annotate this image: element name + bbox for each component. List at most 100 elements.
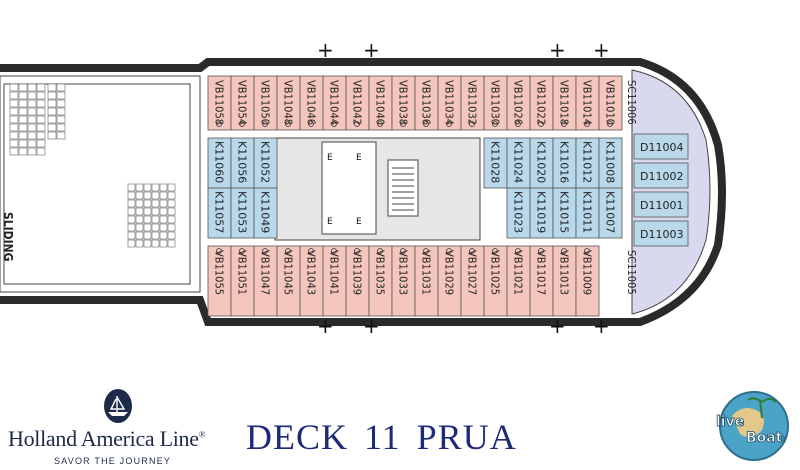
cabin-label: K11019: [535, 191, 548, 233]
bow-cabin: D11004: [633, 133, 689, 160]
stair-steps: [392, 167, 414, 211]
suite-label-bottom: SC11005: [625, 250, 638, 295]
cabin-label: D11002: [640, 170, 683, 183]
cabin-label: K11020: [535, 141, 548, 183]
top-cabin: VB11018: [552, 75, 577, 131]
plus-marker: +: [593, 38, 610, 62]
cabin-label: D11001: [640, 199, 683, 212]
svg-text:Boat: Boat: [746, 430, 783, 446]
cabin-label: VB11010: [604, 80, 617, 125]
cabin-label: VB11031: [420, 250, 433, 295]
inner-cabin: K11052: [253, 137, 278, 189]
cabin-label: K11015: [558, 191, 571, 233]
bottom-cabin: VB11055: [207, 245, 232, 317]
plus-marker: +: [317, 38, 334, 62]
inner-cabin: K11028: [483, 137, 508, 189]
cabin-label: VB11040: [374, 80, 387, 125]
top-cabin: VB11048: [276, 75, 301, 131]
elevator-label: E: [356, 217, 362, 227]
cabin-label: VB11039: [351, 250, 364, 295]
inner-cabin: K11053: [230, 187, 255, 239]
top-cabin: VB11042: [345, 75, 370, 131]
inner-cabin: K11060: [207, 137, 232, 189]
cabin-label: VB11042: [351, 80, 364, 125]
bottom-cabin: VB11017: [529, 245, 554, 317]
cabin-label: K11057: [213, 191, 226, 233]
cabin-label: K11049: [259, 191, 272, 233]
inner-cabin: K11012: [575, 137, 600, 189]
cabin-label: VB11027: [466, 250, 479, 295]
cabin-label: VB11025: [489, 250, 502, 295]
stair-core: [321, 141, 377, 235]
top-cabin: VB11054: [230, 75, 255, 131]
inner-cabin: K11056: [230, 137, 255, 189]
cabin-label: VB11013: [558, 250, 571, 295]
cabin-label: D11004: [640, 141, 683, 154]
top-cabin: VB11040: [368, 75, 393, 131]
inner-cabin: K11023: [506, 187, 531, 239]
bottom-cabin: VB11041: [322, 245, 347, 317]
top-cabin: VB11044: [322, 75, 347, 131]
liveboat-logo-icon: live Boat .it: [716, 391, 789, 461]
deck-title: DECK 11 PRUA: [246, 417, 517, 457]
top-cabin: VB11036: [414, 75, 439, 131]
bottom-cabin: VB11033: [391, 245, 416, 317]
cabin-label: K11052: [259, 141, 272, 183]
top-cabin: VB11058: [207, 75, 232, 131]
top-cabin: VB11026: [506, 75, 531, 131]
plus-marker: +: [593, 314, 610, 338]
bottom-cabin-row: VB11055 VB11051 VB11047 VB11045 VB11043 VB110…: [207, 245, 600, 317]
bottom-cabin: VB11025: [483, 245, 508, 317]
top-cabin: VB11022: [529, 75, 554, 131]
cabin-label: VB11036: [420, 80, 433, 125]
bottom-cabin: VB11031: [414, 245, 439, 317]
ship-seal-icon: [104, 389, 132, 423]
cabin-label: K11028: [489, 141, 502, 183]
cabin-label: VB11009: [581, 250, 594, 295]
inner-cabin: K11020: [529, 137, 554, 189]
bow-cabin: D11002: [633, 162, 689, 189]
top-cabin: VB11038: [391, 75, 416, 131]
cabin-label: VB11051: [236, 250, 249, 295]
top-cabin: VB11014: [575, 75, 600, 131]
cabin-label: VB11038: [397, 80, 410, 125]
bottom-cabin: VB11045: [276, 245, 301, 317]
cabin-label: VB11043: [305, 250, 318, 295]
plus-marker: +: [549, 314, 566, 338]
top-cabin: VB11032: [460, 75, 485, 131]
corridor: [274, 137, 481, 241]
bottom-cabin: VB11035: [368, 245, 393, 317]
bottom-cabin: VB11027: [460, 245, 485, 317]
cabin-label: VB11046: [305, 80, 318, 125]
cabin-label: VB11017: [535, 250, 548, 295]
inner-cabin: K11007: [598, 187, 623, 239]
inner-cabin: K11024: [506, 137, 531, 189]
elevators: E E E E: [327, 153, 362, 227]
brand-block: Holland America Line® SAVOR THE JOURNEY: [8, 388, 238, 468]
cabin-label: VB11048: [282, 80, 295, 125]
bow-cabin: D11003: [633, 220, 689, 247]
bottom-cabin: VB11043: [299, 245, 324, 317]
top-cabin: VB11010: [598, 75, 623, 131]
cabin-label: VB11047: [259, 250, 272, 295]
cabin-label: K11012: [581, 141, 594, 183]
plus-markers: ++++++++: [317, 38, 610, 338]
elevator-label: E: [356, 153, 362, 163]
cabin-label: VB11030: [489, 80, 502, 125]
cabin-label: K11056: [236, 141, 249, 183]
inner-cabin: K11008: [598, 137, 623, 189]
plus-marker: +: [317, 314, 334, 338]
cabin-label: VB11033: [397, 250, 410, 295]
inner-cabin: K11019: [529, 187, 554, 239]
cabin-label: VB11055: [213, 250, 226, 295]
cabin-label: VB11058: [213, 80, 226, 125]
bottom-cabin: VB11051: [230, 245, 255, 317]
cabin-label: VB11021: [512, 250, 525, 295]
inner-cabin: K11049: [253, 187, 278, 239]
inner-cabin: K11015: [552, 187, 577, 239]
cabin-label: VB11045: [282, 250, 295, 295]
svg-text:.it: .it: [778, 435, 786, 444]
